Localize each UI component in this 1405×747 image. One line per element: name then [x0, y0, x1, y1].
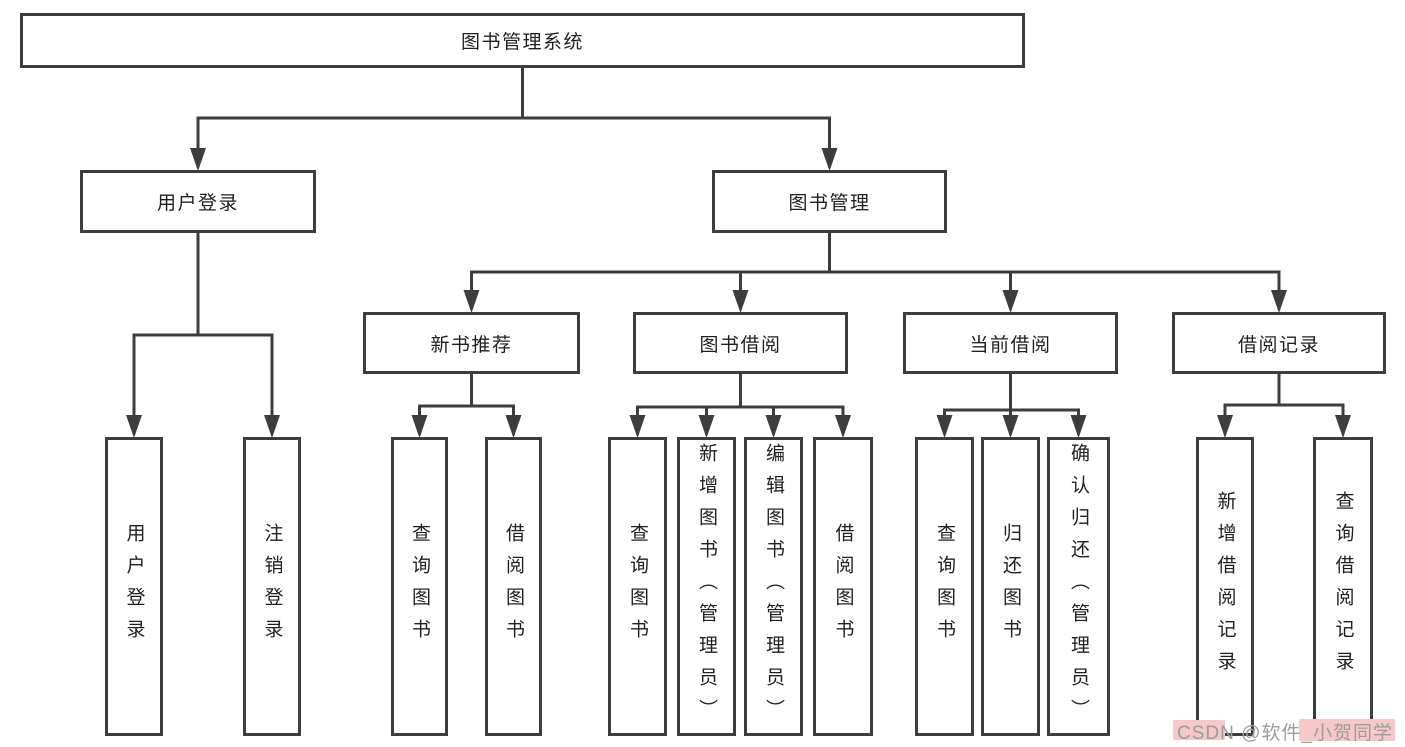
node-label-leaf-bw-borrow: 借阅图书: [832, 522, 854, 651]
node-leaf-nb-query: 查询图书: [391, 437, 448, 736]
node-leaf-bw-query: 查询图书: [608, 437, 667, 736]
watermark: CSDN @软件_小贺同学: [1173, 718, 1395, 745]
edge-login: [126, 231, 280, 438]
edge-root: [190, 66, 838, 171]
node-label-mgmt: 图书管理: [788, 193, 871, 214]
node-leaf-rec-add: 新增借阅记录: [1196, 437, 1254, 736]
node-records: 借阅记录: [1172, 312, 1386, 374]
node-label-leaf-cur-confirm: 确认归还（管理员）: [1068, 442, 1089, 731]
node-leaf-cur-query: 查询图书: [915, 437, 974, 736]
node-leaf-rec-query: 查询借阅记录: [1313, 437, 1373, 736]
node-label-leaf-user-login: 用户登录: [123, 522, 145, 651]
watermark-highlight-right: [1299, 719, 1395, 741]
node-leaf-nb-borrow: 借阅图书: [485, 437, 542, 736]
edge-newbook: [411, 372, 522, 438]
node-borrow: 图书借阅: [633, 312, 848, 374]
watermark-text: CSDN @软件_小贺同学: [1177, 723, 1393, 744]
node-mgmt: 图书管理: [712, 170, 947, 233]
arrowhead-icon: [411, 415, 428, 438]
arrowhead-icon: [732, 290, 749, 313]
node-leaf-user-login: 用户登录: [105, 437, 163, 736]
watermark-highlight-left: [1173, 720, 1226, 740]
node-label-current: 当前借阅: [969, 334, 1052, 356]
node-label-newbook: 新书推荐: [430, 334, 513, 356]
node-root: 图书管理系统: [20, 13, 1025, 68]
arrowhead-icon: [1335, 415, 1351, 438]
node-label-leaf-rec-query: 查询借阅记录: [1332, 490, 1354, 683]
arrowhead-icon: [821, 148, 838, 171]
arrowhead-icon: [629, 415, 646, 438]
arrowhead-icon: [463, 290, 480, 313]
arrowhead-icon: [835, 415, 851, 438]
arrowhead-icon: [264, 415, 280, 438]
node-label-leaf-logout: 注销登录: [261, 522, 283, 651]
node-label-leaf-nb-query: 查询图书: [409, 522, 430, 651]
node-label-login: 用户登录: [156, 193, 239, 214]
node-leaf-cur-confirm: 确认归还（管理员）: [1047, 437, 1110, 736]
node-label-leaf-rec-add: 新增借阅记录: [1214, 490, 1236, 683]
node-label-leaf-nb-borrow: 借阅图书: [503, 522, 524, 651]
node-leaf-bw-add: 新增图书（管理员）: [677, 437, 736, 736]
node-label-leaf-cur-query: 查询图书: [934, 522, 955, 651]
node-current: 当前借阅: [903, 312, 1118, 374]
edge-records: [1217, 372, 1351, 438]
arrowhead-icon: [505, 415, 522, 438]
arrowhead-icon: [1002, 290, 1019, 313]
node-leaf-bw-edit: 编辑图书（管理员）: [744, 437, 803, 736]
arrowhead-icon: [765, 415, 782, 438]
node-newbook: 新书推荐: [363, 312, 580, 374]
arrowhead-icon: [698, 415, 715, 438]
edge-mgmt: [463, 231, 1287, 313]
node-label-leaf-bw-add: 新增图书（管理员）: [696, 442, 717, 731]
node-leaf-bw-borrow: 借阅图书: [813, 437, 873, 736]
arrowhead-icon: [126, 415, 142, 438]
node-label-records: 借阅记录: [1237, 334, 1320, 356]
arrowhead-icon: [190, 148, 206, 171]
node-label-borrow: 图书借阅: [699, 334, 782, 356]
node-label-root: 图书管理系统: [460, 32, 584, 53]
arrowhead-icon: [1070, 415, 1087, 438]
node-label-leaf-bw-edit: 编辑图书（管理员）: [763, 442, 784, 731]
edge-current: [936, 372, 1087, 438]
edge-borrow: [629, 372, 851, 438]
node-leaf-logout: 注销登录: [243, 437, 301, 736]
arrowhead-icon: [1271, 290, 1287, 313]
node-leaf-cur-return: 归还图书: [981, 437, 1040, 736]
arrowhead-icon: [936, 415, 953, 438]
node-label-leaf-cur-return: 归还图书: [1000, 522, 1021, 651]
node-login: 用户登录: [80, 170, 316, 233]
arrowhead-icon: [1217, 415, 1233, 438]
node-label-leaf-bw-query: 查询图书: [627, 522, 648, 651]
arrowhead-icon: [1002, 415, 1019, 438]
